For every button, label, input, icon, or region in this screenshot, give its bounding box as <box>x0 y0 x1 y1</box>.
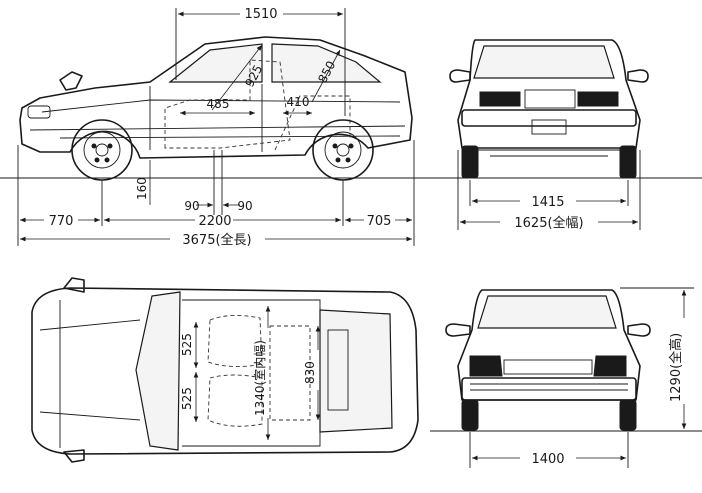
side-body-outline <box>19 36 413 159</box>
dim-1510: 1510 <box>244 7 277 22</box>
dim-90-right: 90 <box>237 199 252 213</box>
top-seat-upper <box>207 315 263 367</box>
front-mirror-left <box>445 323 471 337</box>
rear-underbody <box>478 149 620 157</box>
dim-770: 770 <box>49 214 74 229</box>
top-view: 525 525 1340(室内幅) 830 <box>31 277 419 463</box>
top-windshield <box>135 291 181 451</box>
side-rear-wheel <box>312 119 374 181</box>
dim-1625: 1625(全幅) <box>514 215 583 231</box>
dim-1340: 1340(室内幅) <box>252 340 267 416</box>
rear-window <box>473 45 615 79</box>
dim-485: 485 <box>207 97 230 111</box>
rear-tyre-left <box>461 145 479 179</box>
side-door-lines <box>149 84 263 152</box>
rear-mirror-right <box>627 69 649 83</box>
dim-top-525-lower: 525 <box>180 387 194 410</box>
front-tyre-left <box>461 399 479 431</box>
front-body-outline <box>457 289 641 401</box>
side-front-wheel <box>71 119 133 181</box>
top-roof <box>182 299 321 447</box>
side-view: 1510 925 850 485 410 160 90 90 770 2200 <box>0 7 702 248</box>
dim-1290: 1290(全高) <box>668 333 684 402</box>
rear-plate <box>531 119 567 135</box>
front-grille <box>503 359 593 375</box>
top-mirror-upper <box>63 277 85 293</box>
dim-160: 160 <box>135 177 149 200</box>
dim-1415: 1415 <box>531 195 564 210</box>
dim-2200: 2200 <box>198 214 231 229</box>
top-body-outline <box>31 287 419 455</box>
front-view: 1400 1290(全高) <box>430 287 702 468</box>
dim-410: 410 <box>287 95 310 109</box>
rear-taillight-left <box>479 91 521 107</box>
side-rear-window <box>271 43 382 83</box>
rear-tyre-right <box>619 145 637 179</box>
front-bumper <box>461 377 637 401</box>
dim-705: 705 <box>367 214 392 229</box>
side-sill-line <box>59 135 401 139</box>
top-seat-lower <box>207 374 263 427</box>
front-windshield <box>477 295 617 329</box>
rear-bumper <box>461 109 637 127</box>
side-trim-line <box>29 125 406 131</box>
front-headlight-left <box>469 355 503 377</box>
dim-3675: 3675(全長) <box>182 232 251 248</box>
front-tyre-right <box>619 399 637 431</box>
rear-hatch-panel <box>524 89 576 109</box>
top-hatch-insert <box>327 329 349 411</box>
top-rear-seat <box>269 325 311 421</box>
rear-mirror-left <box>449 69 471 83</box>
front-headlight-right <box>593 355 627 377</box>
dim-top-525-upper: 525 <box>180 333 194 356</box>
side-rear-seat-outline <box>274 95 351 151</box>
rear-view: 1415 1625(全幅) <box>449 39 649 231</box>
side-mirror <box>59 71 83 91</box>
dim-1400: 1400 <box>531 452 564 467</box>
rear-taillight-right <box>577 91 619 107</box>
side-front-window <box>168 43 263 83</box>
top-rear-glass <box>319 309 393 433</box>
top-mirror-lower <box>63 449 85 463</box>
top-hood-lines <box>39 300 141 448</box>
dim-90-left: 90 <box>184 199 199 213</box>
side-headlight <box>27 105 51 119</box>
front-bumper-ribs <box>470 383 628 391</box>
front-mirror-right <box>627 323 651 337</box>
dim-830: 830 <box>303 361 317 384</box>
